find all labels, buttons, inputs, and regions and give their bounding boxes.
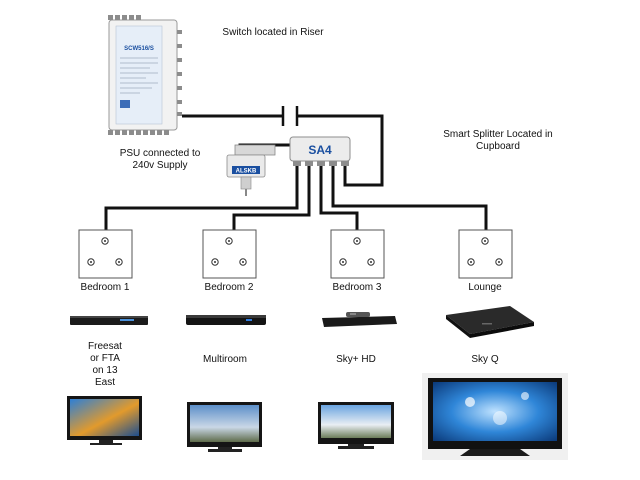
wall-plate-bedroom-1 (78, 229, 133, 279)
wall-plate-bedroom-2 (202, 229, 257, 279)
freesat-receiver (70, 316, 148, 325)
device-label-bedroom-3: Sky+ HD (336, 354, 376, 365)
splitter-name-label: SA4 (308, 143, 332, 157)
tv-lounge (422, 373, 568, 460)
wall-plate-lounge (458, 229, 513, 279)
room-label-lounge: Lounge (468, 282, 502, 293)
tv-bedroom-1 (67, 396, 142, 445)
splitter-location-label: Smart Splitter Located in Cupboard (443, 129, 553, 152)
sky-q-box (446, 306, 534, 338)
dc-block-capacitor (281, 106, 299, 126)
sky-plus-hd-box (322, 312, 397, 327)
switch-location-label: Switch located in Riser (222, 27, 324, 38)
room-label-bedroom-2: Bedroom 2 (204, 282, 254, 293)
device-label-lounge: Sky Q (471, 354, 499, 365)
tv-bedroom-2 (187, 402, 262, 452)
psu: ALSKB (226, 144, 276, 196)
room-label-bedroom-1: Bedroom 1 (80, 282, 130, 293)
device-label-bedroom-2: Multiroom (203, 354, 247, 365)
device-label-bedroom-1: Freesat or FTA on 13 East (88, 341, 122, 388)
multiroom-box (186, 315, 266, 325)
room-label-bedroom-3: Bedroom 3 (332, 282, 382, 293)
psu-brand-label: ALSKB (236, 169, 257, 175)
switch-model-label: SCW516/S (124, 46, 154, 52)
wall-plate-bedroom-3 (330, 229, 385, 279)
multiswitch: SCW516/S (108, 15, 182, 135)
smart-splitter: SA4 (289, 136, 351, 166)
psu-label: PSU connected to 240v Supply (119, 148, 201, 171)
tv-bedroom-3 (318, 402, 394, 449)
